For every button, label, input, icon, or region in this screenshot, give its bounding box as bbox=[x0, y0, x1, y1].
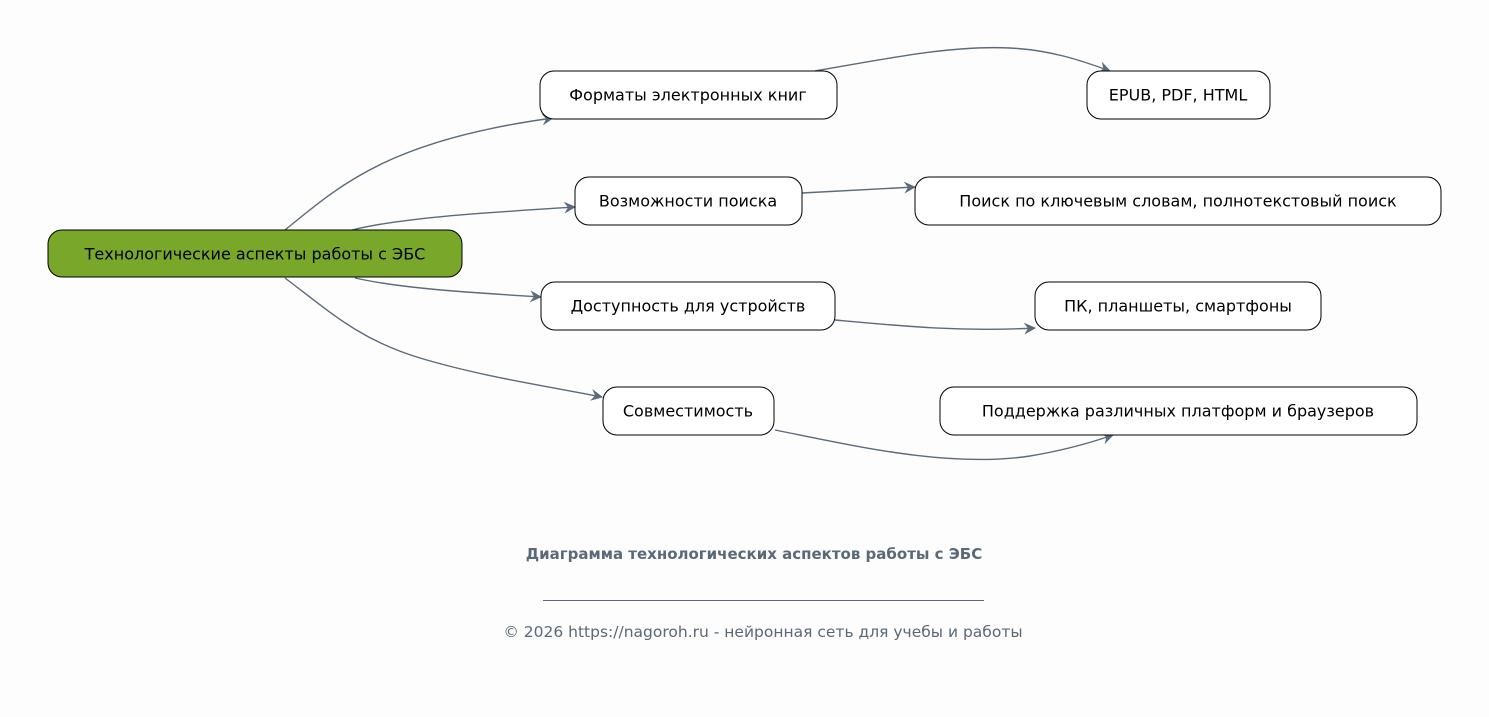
leaf-label: ПК, планшеты, смартфоны bbox=[1064, 297, 1292, 316]
root-node: Технологические аспекты работы с ЭБС bbox=[47, 229, 463, 278]
leaf-node-compat: Поддержка различных платформ и браузеров bbox=[939, 386, 1418, 436]
branch-label: Доступность для устройств bbox=[571, 297, 806, 316]
footer-copyright: © 2026 https://nagoroh.ru - нейронная се… bbox=[503, 623, 1023, 641]
leaf-label: EPUB, PDF, HTML bbox=[1109, 86, 1248, 105]
branch-node-search: Возможности поиска bbox=[574, 176, 803, 226]
branch-label: Возможности поиска bbox=[599, 192, 777, 211]
branch-node-devices: Доступность для устройств bbox=[540, 281, 836, 331]
leaf-node-formats: EPUB, PDF, HTML bbox=[1086, 70, 1271, 120]
edge-devices-leaf bbox=[834, 319, 1036, 335]
branch-node-compat: Совместимость bbox=[602, 386, 775, 436]
branch-label: Форматы электронных книг bbox=[569, 86, 806, 105]
edge-root-compat bbox=[284, 277, 603, 401]
edges bbox=[284, 46, 1114, 461]
edge-formats-leaf bbox=[814, 46, 1111, 73]
edge-search-leaf bbox=[801, 181, 916, 194]
leaf-label: Поиск по ключевым словам, полнотекстовый… bbox=[959, 192, 1397, 211]
edge-compat-leaf bbox=[774, 429, 1114, 461]
divider bbox=[543, 600, 984, 601]
branch-label: Совместимость bbox=[623, 402, 753, 421]
diagram-title: Диаграмма технологических аспектов работ… bbox=[525, 545, 983, 563]
leaf-node-devices: ПК, планшеты, смартфоны bbox=[1034, 281, 1322, 331]
branch-node-formats: Форматы электронных книг bbox=[539, 70, 838, 120]
leaf-label: Поддержка различных платформ и браузеров bbox=[982, 402, 1374, 421]
edge-root-devices bbox=[354, 277, 542, 303]
edge-root-search bbox=[351, 201, 576, 231]
edge-root-formats bbox=[284, 113, 554, 231]
leaf-node-search: Поиск по ключевым словам, полнотекстовый… bbox=[914, 176, 1442, 226]
root-label: Технологические аспекты работы с ЭБС bbox=[84, 245, 426, 264]
